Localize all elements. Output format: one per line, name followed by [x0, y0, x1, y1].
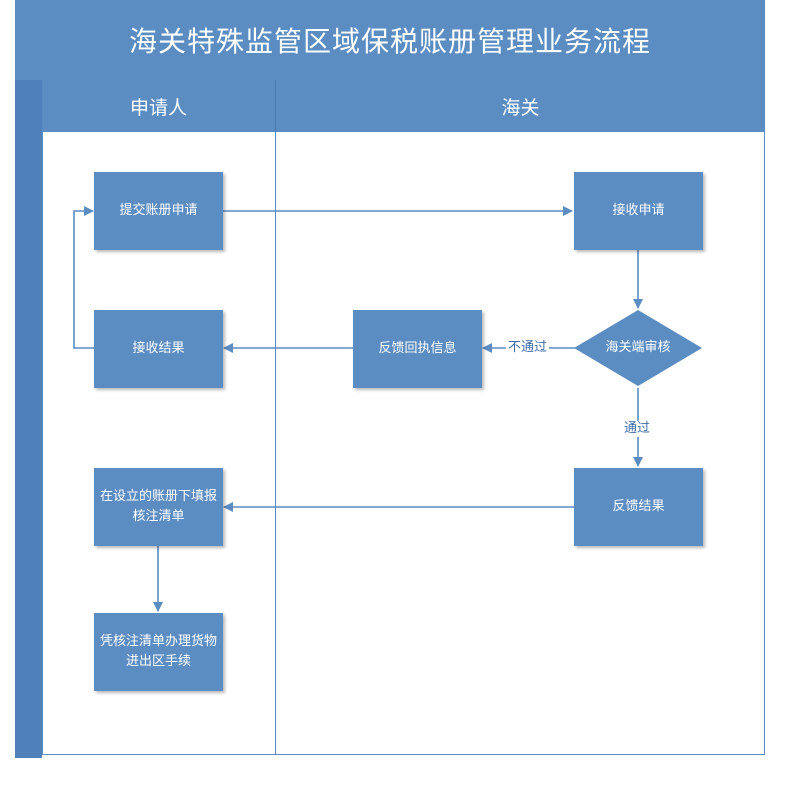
lane-side-strip — [15, 80, 42, 758]
edge-label-pass: 通过 — [622, 421, 653, 437]
node-customs-review: 海关端审核 — [605, 340, 671, 355]
node-feedback-receipt: 反馈回执信息 — [353, 310, 482, 388]
node-receive-application: 接收申请 — [574, 172, 703, 250]
edge-result-loop-to-submit — [73, 206, 95, 349]
lane-header-customs: 海关 — [276, 80, 765, 133]
node-submit-application: 提交账册申请 — [94, 172, 223, 250]
node-goods-procedure: 凭核注清单办理货物进出区手续 — [94, 613, 223, 691]
node-fill-form: 在设立的账册下填报核注清单 — [94, 468, 223, 546]
diagram-title: 海关特殊监管区域保税账册管理业务流程 — [15, 0, 765, 81]
lane-header-applicant: 申请人 — [42, 80, 276, 133]
edge-label-fail: 不通过 — [506, 340, 550, 356]
decision-diamond — [574, 310, 702, 386]
node-feedback-result: 反馈结果 — [574, 468, 703, 546]
node-receive-result: 接收结果 — [94, 310, 223, 388]
